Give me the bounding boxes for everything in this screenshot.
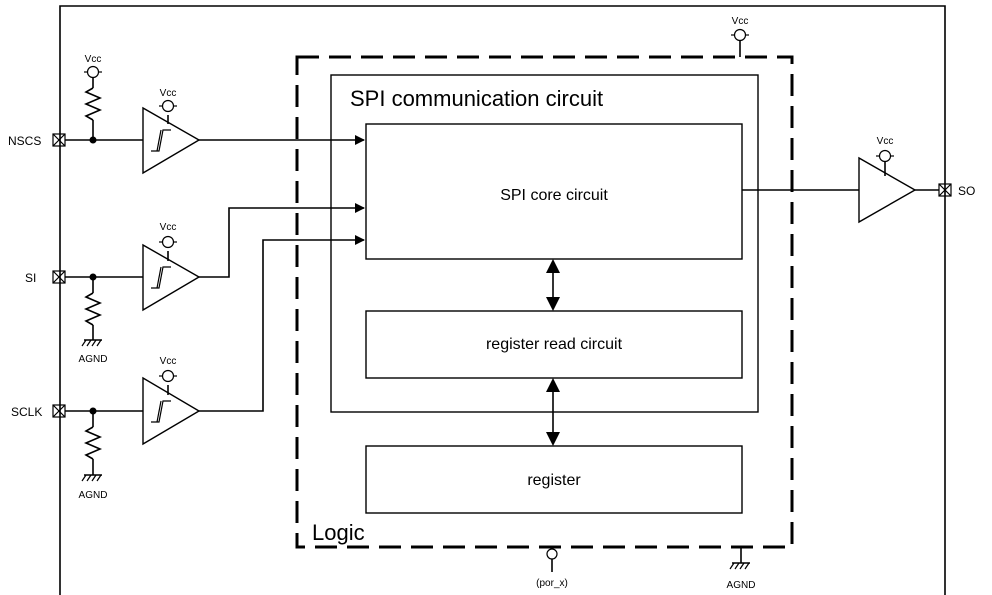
register-read-box	[365, 310, 743, 379]
so-pin-label: SO	[958, 184, 975, 198]
svg-text:Vcc: Vcc	[160, 356, 177, 367]
svg-text:Vcc: Vcc	[877, 136, 894, 147]
so-output-buffer-icon: Vcc	[858, 136, 917, 224]
logic-vcc-icon: Vcc	[731, 16, 749, 57]
por-input-icon: (por_x)	[536, 548, 568, 589]
ic-boundary	[59, 5, 946, 595]
si-schmitt-buffer-icon: Vcc	[142, 222, 201, 312]
register-box	[365, 445, 743, 514]
read-to-register-bus	[546, 378, 560, 446]
so-output-path: Vcc SO	[742, 136, 975, 224]
svg-text:Vcc: Vcc	[85, 54, 102, 65]
svg-text:AGND: AGND	[727, 580, 756, 591]
spi-core-label: SPI core circuit	[500, 187, 608, 204]
si-pulldown-resistor-icon: AGND	[79, 277, 108, 365]
svg-text:Vcc: Vcc	[160, 88, 177, 99]
si-input-path: SI AGND Vcc	[25, 203, 365, 365]
svg-text:AGND: AGND	[79, 490, 108, 501]
svg-text:(por_x): (por_x)	[536, 578, 568, 589]
sclk-input-path: SCLK AGND Vcc	[11, 235, 365, 501]
svg-text:Vcc: Vcc	[732, 16, 749, 27]
so-pad-icon	[938, 183, 952, 197]
sclk-schmitt-buffer-icon: Vcc	[142, 356, 201, 446]
register-label: register	[527, 472, 581, 489]
sclk-pulldown-resistor-icon: AGND	[79, 411, 108, 501]
logic-region	[295, 55, 794, 549]
nscs-input-path: NSCS Vcc Vcc	[8, 54, 365, 175]
svg-text:AGND: AGND	[79, 354, 108, 365]
si-pin-label: SI	[25, 271, 36, 285]
sclk-pad-icon	[52, 404, 66, 418]
si-pad-icon	[52, 270, 66, 284]
register-read-label: register read circuit	[486, 336, 623, 353]
spi-communication-label: SPI communication circuit	[350, 86, 603, 111]
core-to-read-bus	[546, 259, 560, 311]
nscs-schmitt-buffer-icon: Vcc	[142, 88, 201, 175]
sclk-pin-label: SCLK	[11, 405, 42, 419]
logic-agnd-icon: AGND	[727, 547, 756, 591]
nscs-pin-label: NSCS	[8, 134, 41, 148]
logic-label: Logic	[312, 520, 365, 545]
spi-core-box	[365, 123, 743, 260]
nscs-pullup-resistor-icon: Vcc	[83, 54, 103, 140]
nscs-pad-icon	[52, 133, 66, 147]
svg-text:Vcc: Vcc	[160, 222, 177, 233]
